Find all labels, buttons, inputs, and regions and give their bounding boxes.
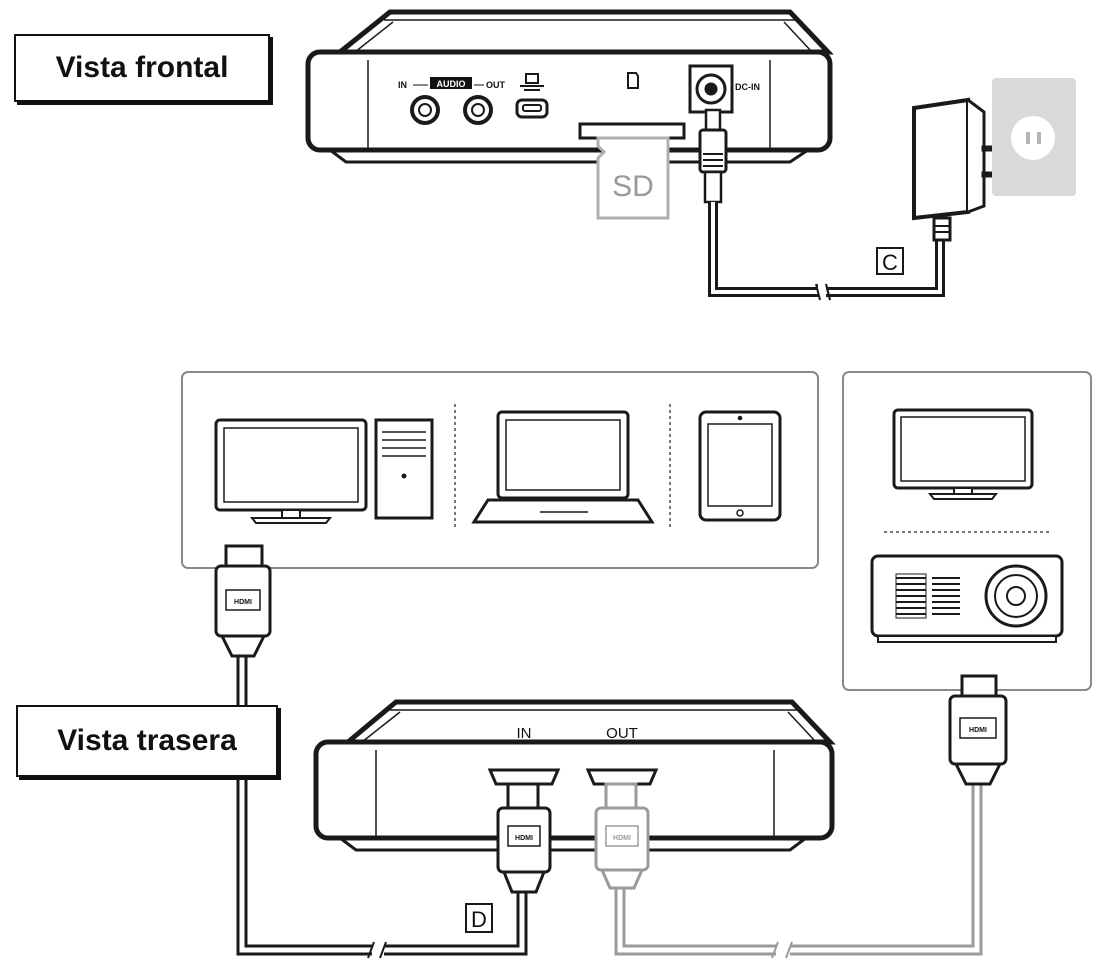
hdmi-plug-source[interactable]: HDMI — [214, 544, 272, 658]
rear-view-caption: Vista trasera — [16, 705, 278, 777]
cable-d-text: D — [471, 907, 487, 932]
rear-device — [313, 699, 836, 852]
audio-labels: IN AUDIO OUT — [398, 77, 506, 90]
audio-in-jack[interactable] — [410, 95, 440, 125]
sd-card-slot[interactable] — [578, 122, 686, 140]
hdmi-plug-display-text: HDMI — [969, 727, 987, 734]
power-cable-label: C — [876, 247, 904, 275]
rear-port-in-label: IN — [517, 725, 532, 742]
hdmi-in-port[interactable] — [487, 768, 561, 786]
hdmi-plug-display[interactable]: HDMI — [948, 674, 1008, 786]
dc-in-port[interactable] — [688, 64, 734, 114]
hdmi-plug-source-text: HDMI — [234, 599, 252, 606]
tablet-icon — [698, 410, 782, 522]
laptop-icon — [471, 410, 655, 524]
hdmi-out-port[interactable] — [585, 768, 659, 786]
sd-slot-icon — [627, 72, 639, 89]
sd-card[interactable]: SD — [596, 136, 670, 220]
audio-out-label: OUT — [486, 80, 506, 90]
dc-in-label: DC-IN — [735, 82, 760, 92]
audio-group-label: AUDIO — [437, 79, 466, 89]
tv-icon — [892, 408, 1034, 500]
hdmi-plug-in-text: HDMI — [515, 835, 533, 842]
wall-outlet-icon — [992, 78, 1076, 196]
cable-c-text: C — [882, 250, 898, 275]
sd-card-label: SD — [612, 170, 654, 203]
usb-port[interactable] — [515, 98, 549, 119]
hdmi-plug-out[interactable]: HDMI — [594, 782, 650, 890]
hdmi-plug-in[interactable]: HDMI — [496, 782, 552, 894]
monitor-icon — [214, 418, 368, 524]
front-view-caption: Vista frontal — [14, 34, 270, 102]
audio-in-label: IN — [398, 80, 407, 90]
hdmi-cable-display — [614, 780, 983, 959]
hdmi-cable-d-label: D — [465, 903, 493, 933]
power-cable — [708, 202, 945, 302]
audio-out-jack[interactable] — [463, 95, 493, 125]
power-adapter-icon — [912, 97, 997, 242]
projector-icon — [870, 554, 1064, 643]
dc-plug[interactable] — [698, 108, 728, 204]
pc-tower-icon — [374, 418, 434, 520]
hdmi-plug-out-text: HDMI — [613, 835, 631, 842]
rear-port-out-label: OUT — [606, 725, 638, 742]
usb-icon — [520, 73, 544, 91]
